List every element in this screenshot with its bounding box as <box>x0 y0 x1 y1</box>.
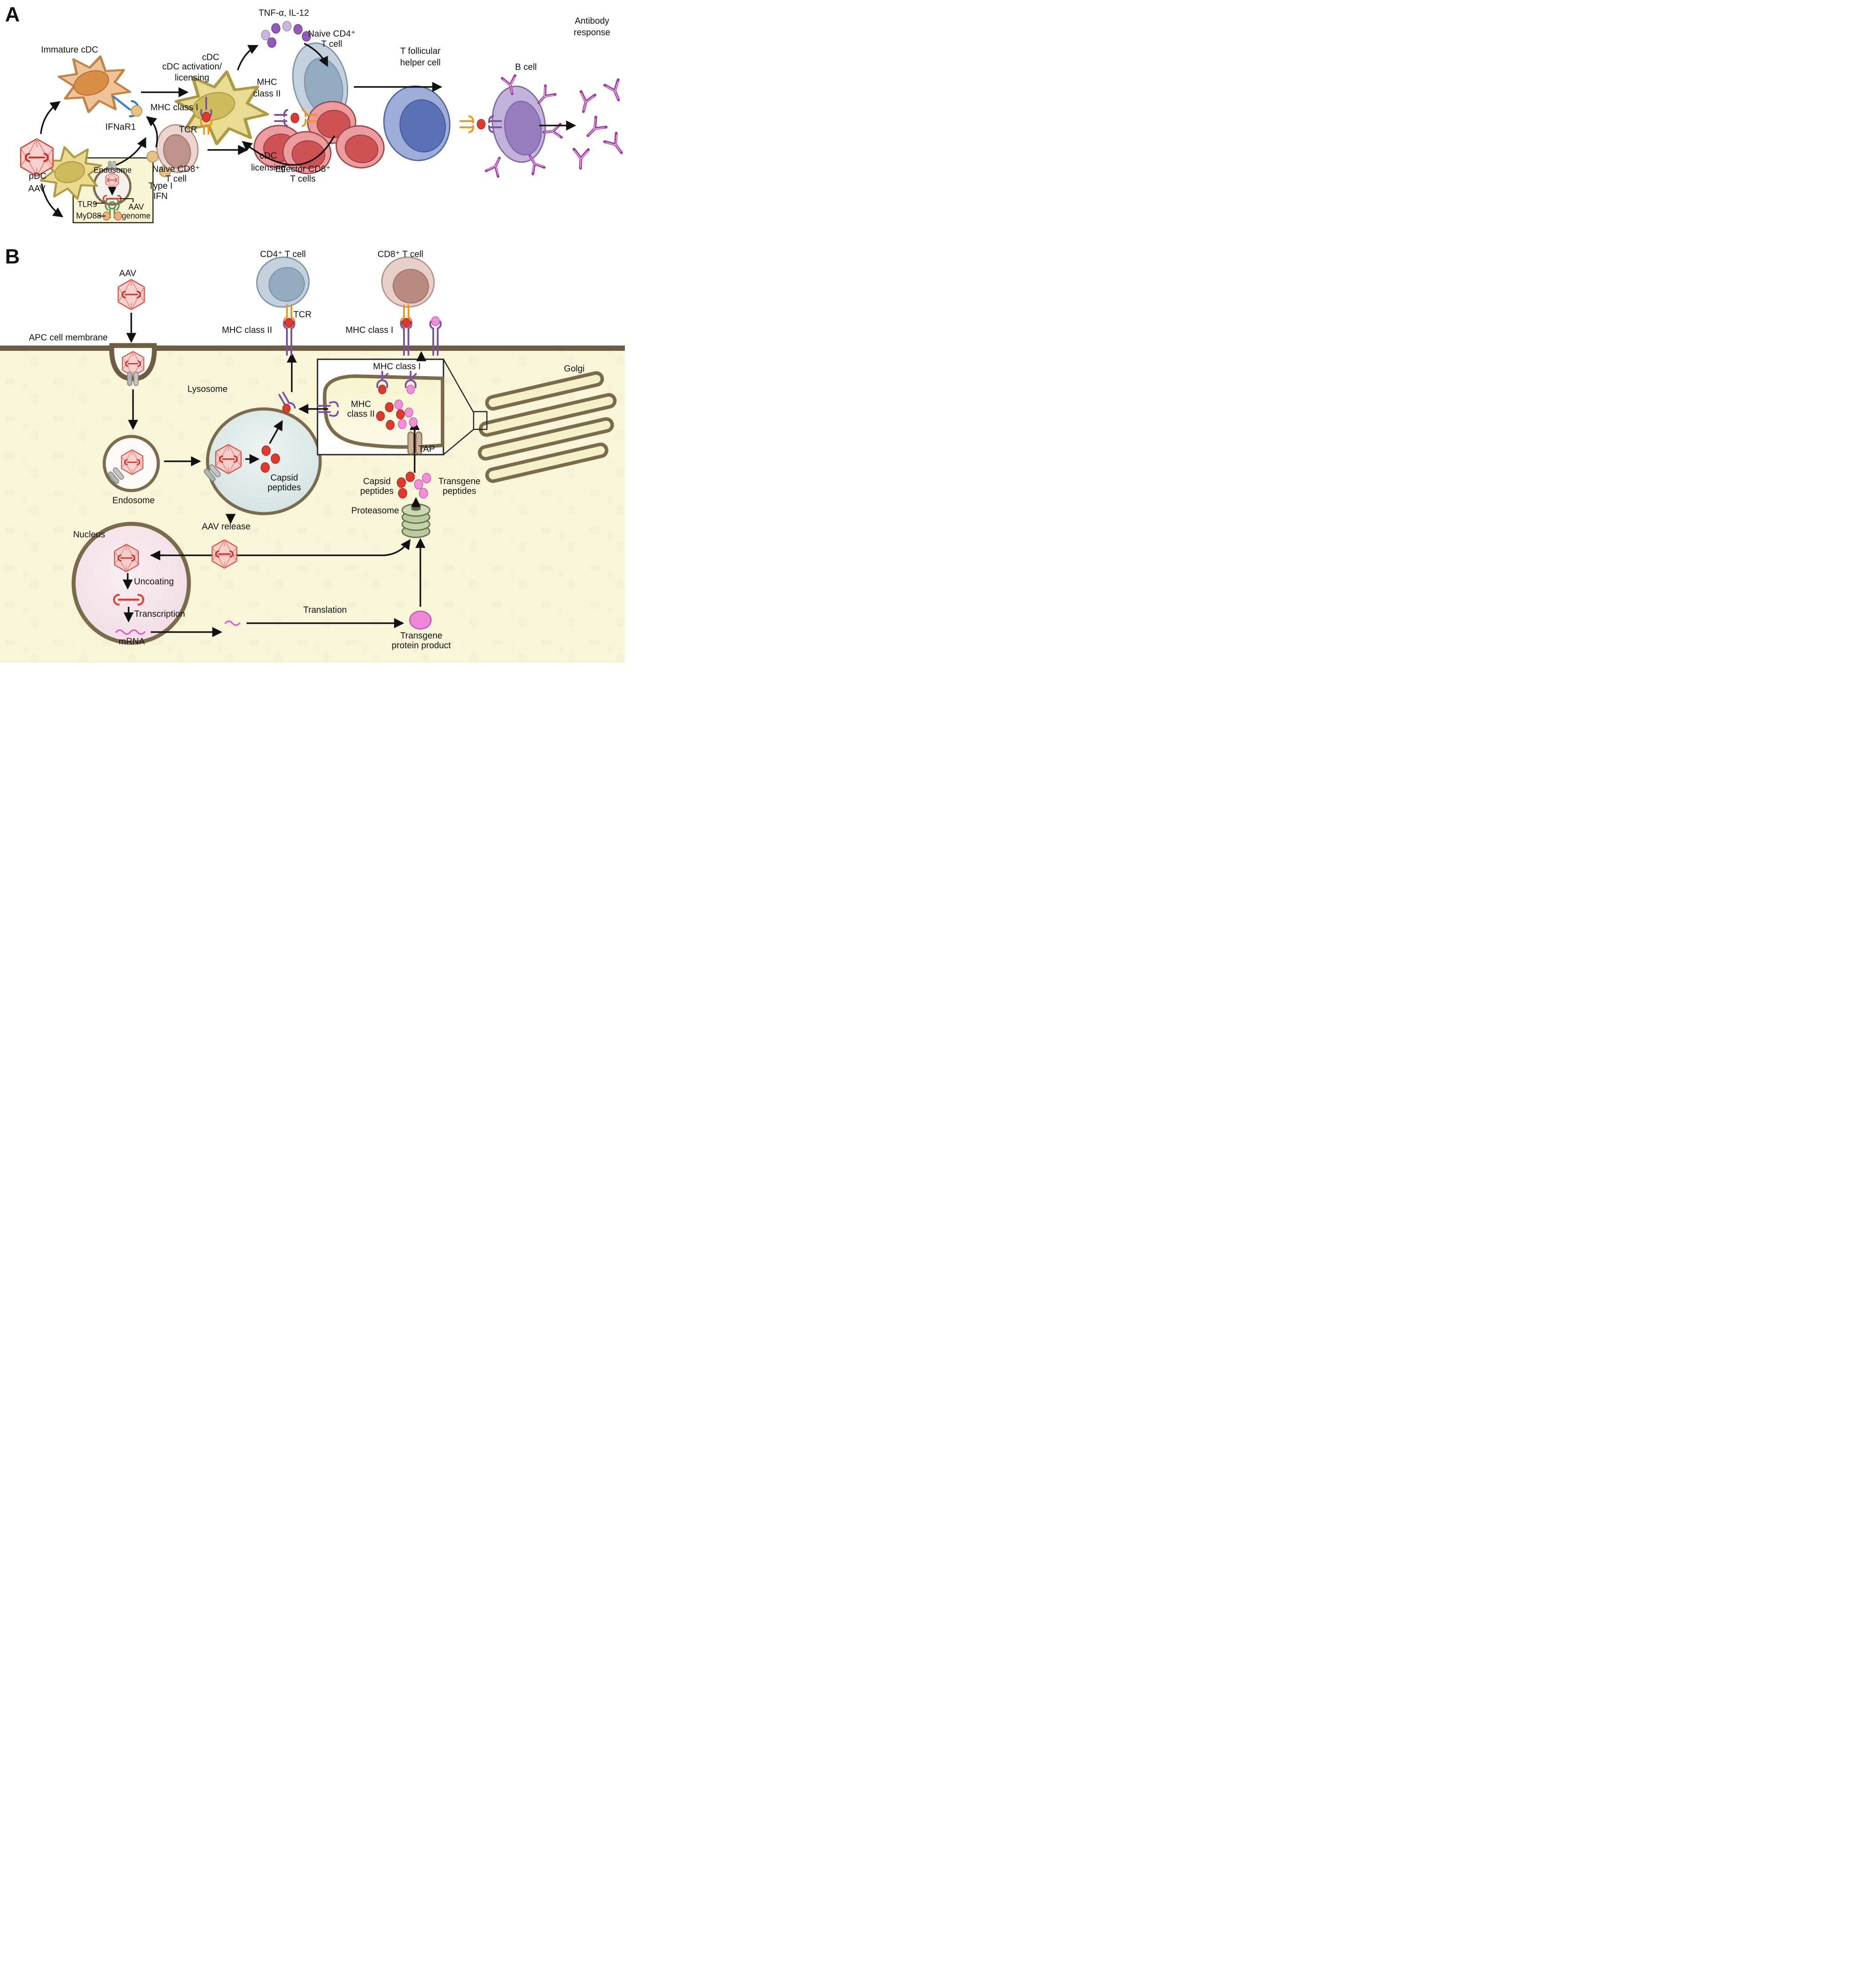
capsid-transgene-peptide-cluster <box>396 471 431 499</box>
myd88-icon-2 <box>114 211 122 221</box>
peptide-cd4-synapse <box>285 318 294 328</box>
peptide-pink-surface <box>431 316 440 326</box>
er-peptide-cluster <box>376 399 418 430</box>
nucleus <box>71 522 191 645</box>
arrow-to-proteasome-left <box>384 539 411 556</box>
transgene-protein-product <box>409 610 432 630</box>
aav-capsid-extracellular <box>118 279 145 310</box>
tfh-cell <box>383 85 451 161</box>
tap-channel <box>407 431 423 455</box>
aav-genome-leader-line <box>119 198 133 202</box>
pdc-nucleus <box>54 161 85 183</box>
peptide-on-lysosome-mhc2 <box>282 404 291 413</box>
zoom-line-bottom <box>443 429 474 455</box>
tnf-il12-dots <box>261 21 311 48</box>
cd8-t-cell <box>381 256 435 308</box>
lysosome <box>206 407 322 515</box>
golgi-zoom-square <box>473 411 488 430</box>
mhc2-tcr-synapse-tfh-b <box>459 115 502 133</box>
peptide-on-er-mhc1-red <box>378 385 387 394</box>
immature-cdc-nucleus <box>74 70 109 96</box>
mhc1-tcr-synapse-cdc-cd8 <box>200 97 213 135</box>
aav-capsid-a <box>20 138 54 177</box>
naive-cd8-cell <box>156 124 199 173</box>
mhc-class2-er-icon <box>317 401 339 417</box>
zoom-line-top <box>443 359 474 413</box>
diagram-svg <box>0 21 625 663</box>
aav-genome-nucleus <box>113 594 144 605</box>
peptide-on-er-mhc1-pink <box>406 385 415 394</box>
panel-a-arrows <box>40 43 576 217</box>
tlr9-icon <box>105 199 120 219</box>
effector-cd8-cells <box>253 101 385 174</box>
mrna-wavy-cytoplasm <box>224 620 240 626</box>
mhc2-tcr-synapse-cdc-cd4 <box>274 109 318 127</box>
mrna-wavy <box>115 629 145 635</box>
cd4-t-cell <box>256 256 310 308</box>
antibody-response-cluster <box>573 80 625 169</box>
proteasome <box>401 503 431 538</box>
golgi-apparatus <box>478 371 617 483</box>
arrow-peptides-to-mhc2 <box>269 420 283 444</box>
apc-cell-membrane <box>0 346 625 351</box>
peptide-cd8-synapse <box>402 318 411 328</box>
capsid-peptides-lysosome <box>260 445 280 473</box>
b-cell <box>491 85 546 163</box>
